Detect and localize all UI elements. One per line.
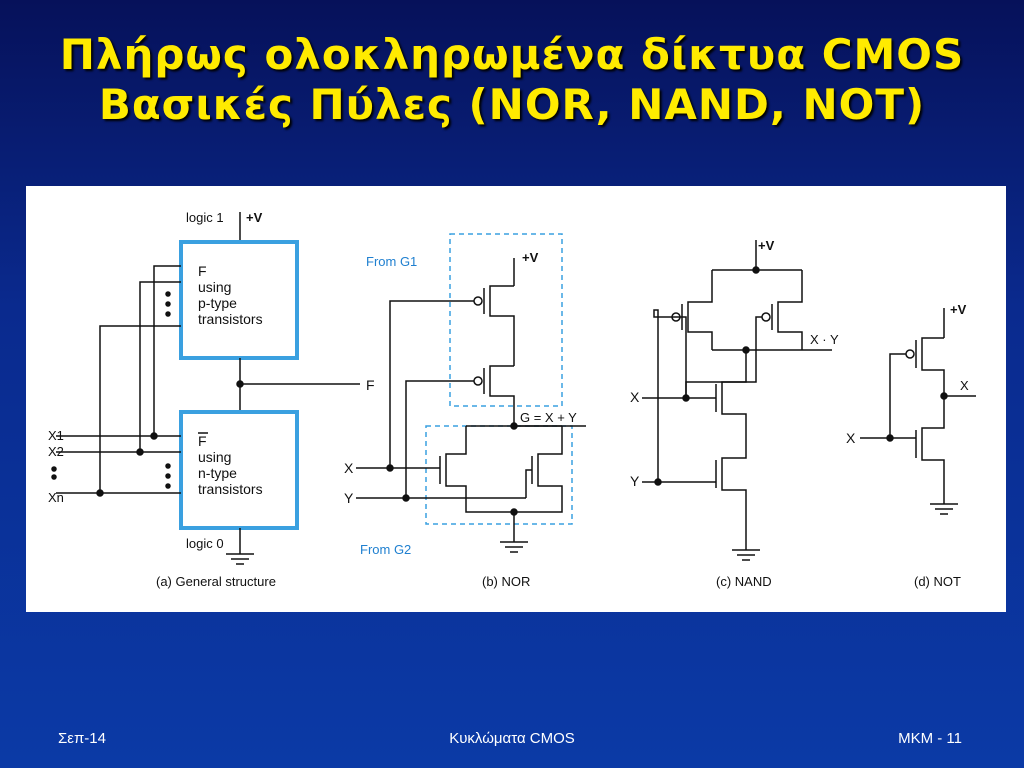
input-x1: X1 bbox=[48, 428, 64, 443]
cmos-circuits-svg: logic 1 +V F using p-type transistors F … bbox=[48, 210, 976, 589]
nand-y-label: Y bbox=[630, 473, 640, 489]
title-line-1: Πλήρως ολοκληρωμένα δίκτυα CMOS bbox=[59, 30, 965, 79]
p-type-box bbox=[179, 240, 299, 360]
nor-y-label: Y bbox=[344, 490, 354, 506]
general-structure-diagram: logic 1 +V F using p-type transistors F … bbox=[48, 210, 375, 589]
nor-gate-diagram: From G1 From G2 +V G = X + Y X bbox=[344, 233, 586, 589]
b-plusv-label: +V bbox=[522, 250, 539, 265]
nand-x-label: X bbox=[630, 389, 640, 405]
caption-nand: (c) NAND bbox=[716, 574, 772, 589]
nand-gate-diagram: +V X · Y X Y (c) NAND bbox=[630, 238, 839, 589]
footer-title: Κυκλώματα CMOS bbox=[449, 730, 575, 747]
nor-x-label: X bbox=[344, 460, 354, 476]
not-gate-diagram: +V X X (d) NOT bbox=[846, 302, 976, 589]
p-box-type: p-type bbox=[198, 295, 237, 311]
logic0-label: logic 0 bbox=[186, 536, 224, 551]
caption-not: (d) NOT bbox=[914, 574, 961, 589]
not-x-label: X bbox=[846, 430, 856, 446]
from-g1-label: From G1 bbox=[366, 254, 417, 269]
n-box-using: using bbox=[198, 449, 231, 465]
p-box-transistors: transistors bbox=[198, 311, 263, 327]
nand-output-label: X · Y bbox=[810, 332, 839, 347]
p-box-f: F bbox=[198, 263, 207, 279]
title-line-2: Βασικές Πύλες (NOR, NAND, NOT) bbox=[98, 80, 926, 129]
footer-page-number: MKM - 11 bbox=[898, 730, 962, 747]
logic1-label: logic 1 bbox=[186, 210, 224, 225]
footer-date: Σεπ-14 bbox=[58, 730, 106, 747]
c-plusv-label: +V bbox=[758, 238, 775, 253]
n-box-type: n-type bbox=[198, 465, 237, 481]
n-type-box bbox=[179, 410, 299, 530]
a-f-output: F bbox=[366, 377, 375, 393]
from-g2-label: From G2 bbox=[360, 542, 411, 557]
a-plusv-label: +V bbox=[246, 210, 263, 225]
d-plusv-label: +V bbox=[950, 302, 967, 317]
circuit-diagram-panel: logic 1 +V F using p-type transistors F … bbox=[26, 186, 1006, 612]
p-box-using: using bbox=[198, 279, 231, 295]
g2-dashed-box bbox=[425, 425, 573, 525]
slide-title: Πλήρως ολοκληρωμένα δίκτυα CMOS Βασικές … bbox=[0, 30, 1024, 130]
g1-dashed-box bbox=[449, 233, 563, 407]
input-x2: X2 bbox=[48, 444, 64, 459]
nor-output-label: G = X + Y bbox=[520, 410, 577, 425]
caption-nor: (b) NOR bbox=[482, 574, 530, 589]
n-box-transistors: transistors bbox=[198, 481, 263, 497]
not-output-label: X bbox=[960, 378, 969, 393]
n-box-f: F bbox=[198, 433, 207, 449]
caption-general: (a) General structure bbox=[156, 574, 276, 589]
input-xn: Xn bbox=[48, 490, 64, 505]
